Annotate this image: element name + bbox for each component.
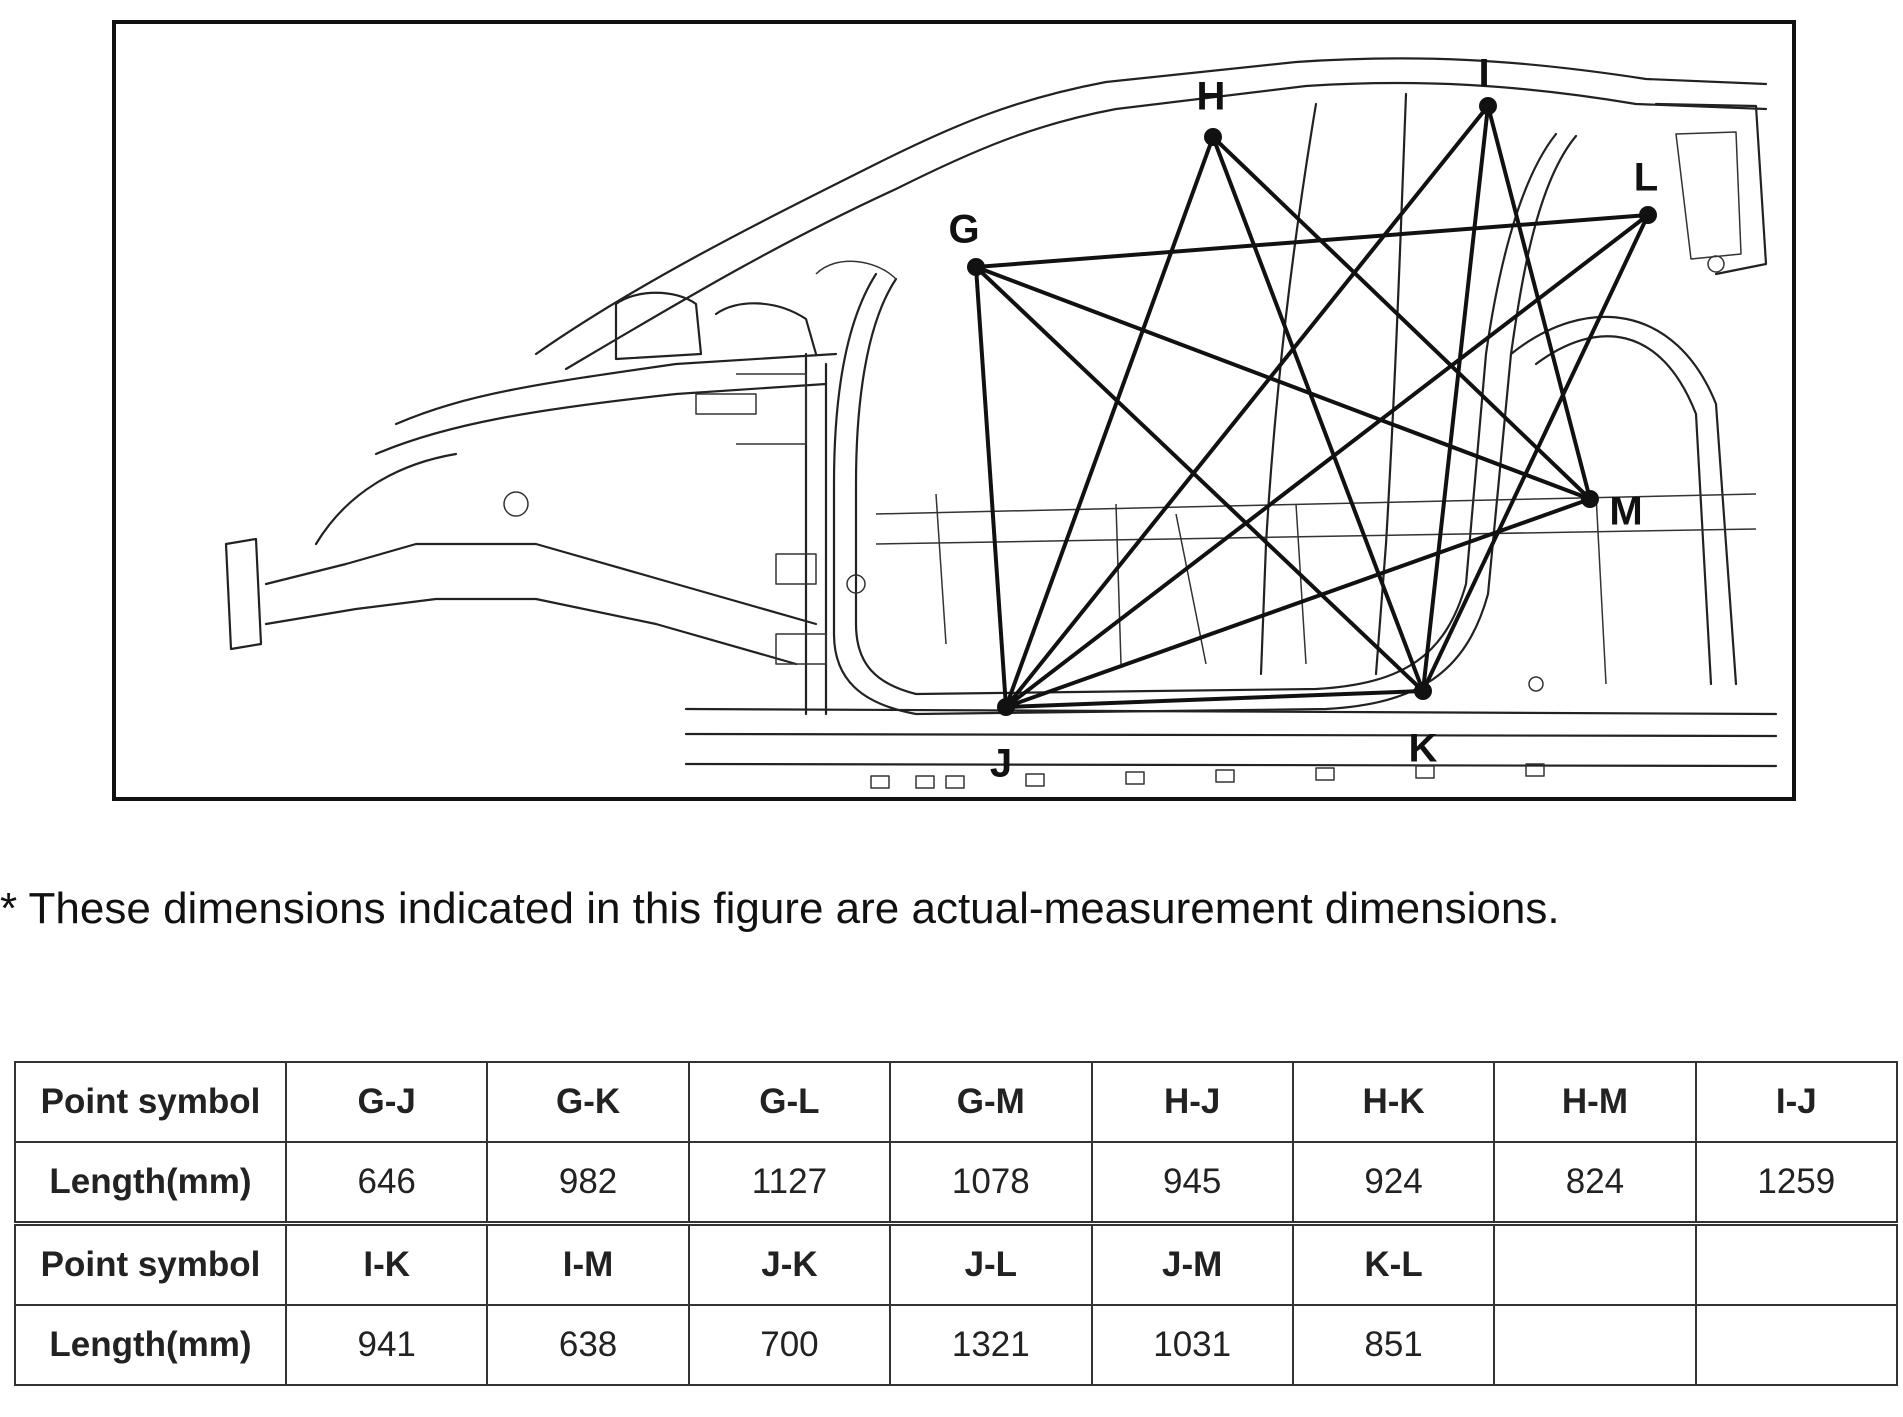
point-symbol-cell: G-K bbox=[486, 1061, 690, 1143]
line-J-K bbox=[1004, 689, 1425, 709]
point-label-I: I bbox=[1478, 52, 1489, 96]
point-symbol-cell: H-J bbox=[1090, 1061, 1294, 1143]
point-label-H: H bbox=[1197, 75, 1226, 119]
line-J-M bbox=[1004, 497, 1592, 709]
point-G bbox=[967, 258, 985, 276]
line-H-J bbox=[1004, 135, 1215, 709]
point-labels: G H I L M J K bbox=[948, 52, 1658, 786]
length-cell: 700 bbox=[687, 1304, 892, 1386]
length-cell: 1031 bbox=[1090, 1304, 1294, 1386]
body-outline-drawing: G H I L M J K bbox=[224, 52, 1778, 789]
line-I-K bbox=[1421, 104, 1490, 693]
length-header: Length(mm) bbox=[14, 1141, 287, 1226]
point-symbol-cell: G-L bbox=[687, 1061, 892, 1143]
measurement-lines bbox=[974, 104, 1650, 709]
point-symbol-cell: G-M bbox=[889, 1061, 1093, 1143]
length-cell: 924 bbox=[1291, 1141, 1496, 1226]
length-cell: 1127 bbox=[687, 1141, 892, 1226]
length-cell: 1321 bbox=[889, 1304, 1093, 1386]
line-H-K bbox=[1211, 135, 1425, 693]
length-cell: 1259 bbox=[1694, 1141, 1899, 1226]
length-cell: 824 bbox=[1493, 1141, 1697, 1226]
length-cell: 982 bbox=[486, 1141, 690, 1226]
length-cell: 638 bbox=[486, 1304, 690, 1386]
line-I-J bbox=[1004, 104, 1490, 709]
point-symbol-cell bbox=[1694, 1222, 1899, 1306]
point-symbol-cell: H-K bbox=[1291, 1061, 1496, 1143]
point-symbol-cell: J-M bbox=[1090, 1222, 1294, 1306]
point-H bbox=[1204, 128, 1222, 146]
line-G-J bbox=[974, 265, 1008, 709]
vehicle-body-outline bbox=[224, 57, 1778, 789]
point-symbol-cell: H-M bbox=[1493, 1061, 1697, 1143]
point-symbol-cell: I-J bbox=[1694, 1061, 1899, 1143]
measurement-note: * These dimensions indicated in this fig… bbox=[0, 884, 1560, 933]
point-label-M: M bbox=[1609, 490, 1642, 534]
point-symbol-cell: K-L bbox=[1291, 1222, 1496, 1306]
length-cell: 646 bbox=[284, 1141, 489, 1226]
point-symbol-cell: J-K bbox=[687, 1222, 892, 1306]
line-I-M bbox=[1486, 104, 1592, 501]
length-cell: 1078 bbox=[889, 1141, 1093, 1226]
line-J-L bbox=[1004, 213, 1650, 709]
length-cell: 941 bbox=[284, 1304, 489, 1386]
point-L bbox=[1639, 206, 1657, 224]
length-cell bbox=[1493, 1304, 1697, 1386]
point-symbol-header: Point symbol bbox=[14, 1061, 287, 1143]
line-G-M bbox=[974, 265, 1592, 501]
line-G-L bbox=[974, 213, 1650, 269]
point-symbol-cell bbox=[1493, 1222, 1697, 1306]
point-M bbox=[1581, 490, 1599, 508]
point-label-K: K bbox=[1409, 727, 1438, 771]
point-symbol-cell: G-J bbox=[284, 1061, 489, 1143]
point-I bbox=[1479, 97, 1497, 115]
length-cell: 851 bbox=[1291, 1304, 1496, 1386]
point-J bbox=[997, 698, 1015, 716]
point-K bbox=[1414, 682, 1432, 700]
line-H-M bbox=[1211, 135, 1592, 501]
length-header: Length(mm) bbox=[14, 1304, 287, 1386]
point-symbol-header: Point symbol bbox=[14, 1222, 287, 1306]
point-symbol-cell: I-K bbox=[284, 1222, 489, 1306]
point-label-G: G bbox=[948, 208, 979, 252]
vehicle-body-diagram: G H I L M J K bbox=[112, 20, 1796, 801]
line-K-L bbox=[1421, 213, 1650, 693]
length-cell bbox=[1694, 1304, 1899, 1386]
point-label-J: J bbox=[990, 742, 1012, 786]
measurement-points bbox=[967, 97, 1657, 716]
point-symbol-cell: J-L bbox=[889, 1222, 1093, 1306]
line-G-K bbox=[974, 265, 1425, 693]
point-symbol-cell: I-M bbox=[486, 1222, 690, 1306]
length-cell: 945 bbox=[1090, 1141, 1294, 1226]
point-label-L: L bbox=[1634, 156, 1658, 200]
